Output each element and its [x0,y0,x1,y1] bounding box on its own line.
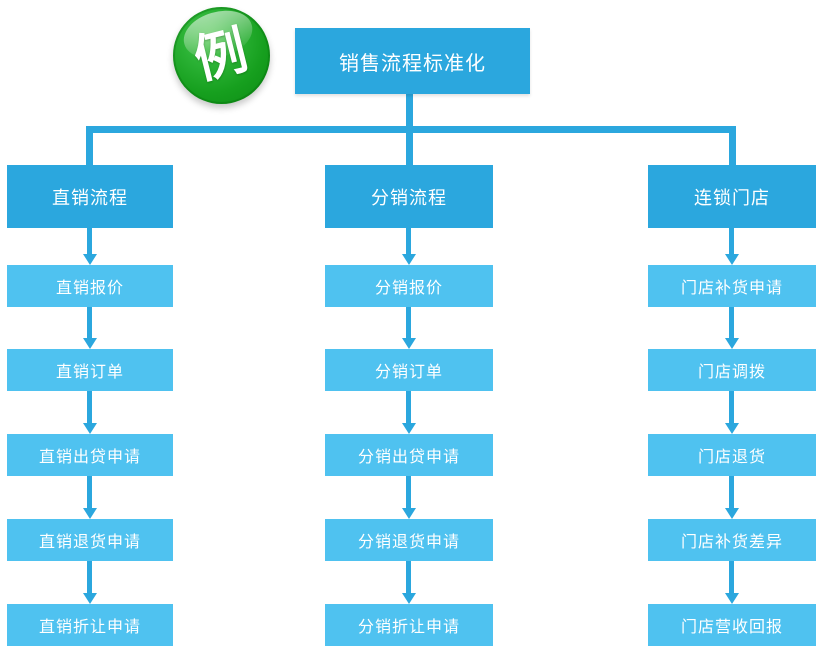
flow-node-direct-shipment-request: 直销出贷申请 [7,434,173,476]
flow-node-label: 分销出贷申请 [357,449,460,466]
arrow-stem [729,228,734,256]
flow-node-distribution-order: 分销订单 [325,349,493,391]
branch-header-label: 连锁门店 [694,187,770,208]
arrow-head [725,508,739,519]
arrow-stem [87,228,92,256]
flow-node-label: 分销退货申请 [357,534,460,551]
down-arrow-icon [402,561,416,604]
connector-drop-middle [406,126,413,165]
arrow-head [83,338,97,349]
down-arrow-icon [402,476,416,519]
branch-header-label: 直销流程 [52,187,128,208]
arrow-head [83,593,97,604]
flow-node-store-replenish-diff: 门店补货差异 [648,519,816,561]
flow-node-label: 直销报价 [55,280,124,297]
down-arrow-icon [725,307,739,349]
arrow-head [725,423,739,434]
flow-node-label: 门店营收回报 [680,619,783,636]
flow-node-direct-quote: 直销报价 [7,265,173,307]
arrow-head [725,254,739,265]
flow-node-store-revenue-report: 门店营收回报 [648,604,816,646]
down-arrow-icon [725,561,739,604]
arrow-stem [406,307,411,340]
flow-node-label: 分销报价 [374,280,443,297]
arrow-stem [729,476,734,510]
down-arrow-icon [83,391,97,434]
flow-node-direct-order: 直销订单 [7,349,173,391]
flow-node-label: 直销折让申请 [38,619,141,636]
down-arrow-icon [402,228,416,265]
arrow-stem [87,561,92,595]
example-badge-label: 例 [189,21,254,90]
arrow-head [402,338,416,349]
arrow-head [83,508,97,519]
branch-header-direct-sales: 直销流程 [7,165,173,228]
down-arrow-icon [725,228,739,265]
arrow-head [402,423,416,434]
arrow-stem [729,391,734,425]
flow-node-label: 直销订单 [55,364,124,381]
flow-node-distribution-quote: 分销报价 [325,265,493,307]
down-arrow-icon [83,307,97,349]
flow-node-distribution-shipment-request: 分销出贷申请 [325,434,493,476]
root-node-sales-process: 销售流程标准化 [295,28,530,94]
branch-header-label: 分销流程 [371,187,447,208]
flow-node-label: 门店补货申请 [680,280,783,297]
example-badge: 例 [173,3,270,104]
arrow-stem [406,561,411,595]
flow-node-label: 分销订单 [374,364,443,381]
arrow-head [725,593,739,604]
arrow-stem [729,307,734,340]
flow-node-label: 门店补货差异 [680,534,783,551]
flow-node-label: 分销折让申请 [357,619,460,636]
down-arrow-icon [83,228,97,265]
down-arrow-icon [83,561,97,604]
arrow-head [725,338,739,349]
flow-node-distribution-discount-request: 分销折让申请 [325,604,493,646]
flow-node-label: 直销出贷申请 [38,449,141,466]
flow-node-label: 门店退货 [697,449,766,466]
arrow-stem [406,391,411,425]
arrow-stem [87,307,92,340]
flow-node-label: 直销退货申请 [38,534,141,551]
flow-node-store-transfer: 门店调拨 [648,349,816,391]
flow-node-store-return: 门店退货 [648,434,816,476]
arrow-stem [87,476,92,510]
root-node-label: 销售流程标准化 [339,52,486,75]
arrow-stem [87,391,92,425]
flow-node-distribution-return-request: 分销退货申请 [325,519,493,561]
branch-header-chain-stores: 连锁门店 [648,165,816,228]
down-arrow-icon [725,391,739,434]
down-arrow-icon [402,391,416,434]
arrow-head [402,508,416,519]
connector-drop-left [86,126,93,165]
arrow-stem [406,476,411,510]
down-arrow-icon [83,476,97,519]
flow-node-label: 门店调拨 [697,364,766,381]
flow-node-store-replenish-request: 门店补货申请 [648,265,816,307]
connector-drop-right [729,126,736,165]
arrow-head [83,423,97,434]
arrow-head [83,254,97,265]
arrow-stem [406,228,411,256]
branch-header-distribution: 分销流程 [325,165,493,228]
down-arrow-icon [402,307,416,349]
flow-node-direct-discount-request: 直销折让申请 [7,604,173,646]
arrow-stem [729,561,734,595]
down-arrow-icon [725,476,739,519]
flow-node-direct-return-request: 直销退货申请 [7,519,173,561]
connector-root-stem [406,94,413,132]
arrow-head [402,254,416,265]
arrow-head [402,593,416,604]
